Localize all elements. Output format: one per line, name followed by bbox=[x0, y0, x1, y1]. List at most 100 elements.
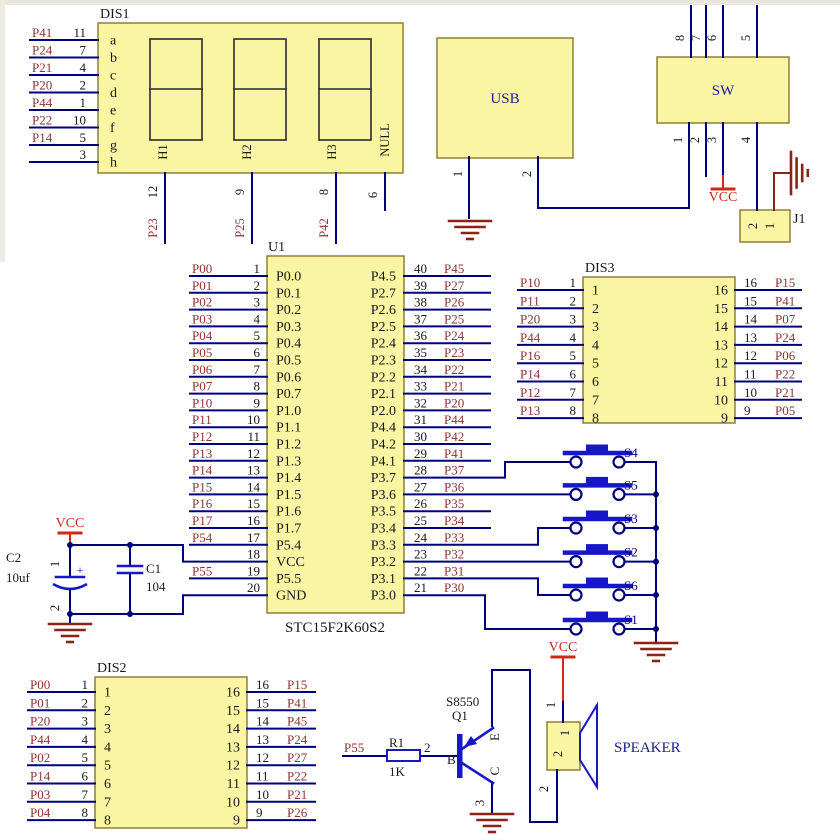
net-label: P06 bbox=[775, 348, 796, 363]
capacitor-c1[interactable] bbox=[116, 564, 144, 575]
chip-body[interactable] bbox=[436, 37, 574, 159]
button-terminal[interactable] bbox=[612, 487, 626, 501]
c2-designator: C2 bbox=[6, 550, 21, 565]
button-cap[interactable] bbox=[586, 544, 608, 552]
resistor-body[interactable] bbox=[386, 749, 421, 762]
inner-pin-name: 11 bbox=[715, 375, 728, 390]
button-terminal[interactable] bbox=[569, 455, 583, 469]
button-cap[interactable] bbox=[586, 577, 608, 585]
inner-pin-name: P4.1 bbox=[371, 454, 396, 469]
window-edge-top bbox=[0, 0, 840, 5]
pin-number: 40 bbox=[414, 261, 427, 276]
net-label: P32 bbox=[444, 547, 464, 562]
button-terminal[interactable] bbox=[569, 588, 583, 602]
pin-number: 1 bbox=[80, 95, 87, 110]
component-dis3[interactable] bbox=[517, 276, 802, 424]
button-terminal[interactable] bbox=[569, 554, 583, 569]
net-label: P44 bbox=[520, 330, 541, 345]
button-terminal[interactable] bbox=[612, 588, 626, 602]
pushbutton-s5[interactable] bbox=[562, 476, 657, 501]
pin-number: 14 bbox=[256, 714, 270, 729]
net-label: P34 bbox=[444, 513, 465, 528]
button-cap[interactable] bbox=[586, 510, 608, 518]
net-label: P41 bbox=[444, 446, 464, 461]
inner-pin-name: P4.4 bbox=[371, 421, 396, 436]
pushbutton-s1[interactable] bbox=[562, 611, 657, 636]
button-terminal[interactable] bbox=[612, 521, 626, 535]
r1-value: 1K bbox=[389, 764, 406, 779]
capacitor-c2[interactable] bbox=[52, 575, 88, 591]
pushbutton-s6[interactable] bbox=[562, 577, 657, 602]
button-terminal[interactable] bbox=[612, 622, 626, 636]
junction-dot bbox=[653, 626, 659, 632]
rotated-pin-label: 8 bbox=[673, 35, 687, 41]
pin-number: 10 bbox=[744, 385, 757, 400]
ground-symbol bbox=[447, 219, 493, 241]
chip-body[interactable] bbox=[266, 255, 405, 614]
button-terminal[interactable] bbox=[612, 554, 626, 569]
c2-plus: + bbox=[77, 563, 84, 577]
net-label: P22 bbox=[32, 113, 52, 128]
pin-number: 11 bbox=[73, 25, 86, 40]
pin-number: 9 bbox=[256, 805, 263, 820]
rotated-pin-label: P25 bbox=[233, 218, 247, 237]
inner-pin-name: 7 bbox=[104, 795, 111, 810]
pin-number: 7 bbox=[254, 362, 261, 377]
button-terminal[interactable] bbox=[612, 455, 626, 469]
inner-pin-name: P3.3 bbox=[371, 538, 396, 553]
c2-pin2: 2 bbox=[47, 605, 62, 612]
button-cap[interactable] bbox=[586, 476, 608, 484]
chip-designator: DIS2 bbox=[97, 661, 127, 676]
component-u1[interactable] bbox=[189, 255, 571, 614]
chip-body[interactable] bbox=[97, 22, 404, 174]
inner-pin-name: 7 bbox=[592, 393, 599, 408]
inner-pin-name: 9 bbox=[233, 814, 240, 829]
resistor-r1[interactable] bbox=[386, 749, 421, 762]
pin-number: 13 bbox=[256, 732, 269, 747]
inner-pin-name: P4.5 bbox=[371, 270, 396, 285]
speaker-cone[interactable] bbox=[579, 701, 598, 791]
pin-number: 14 bbox=[744, 312, 758, 327]
component-usb[interactable] bbox=[436, 37, 574, 159]
net-label: P13 bbox=[192, 446, 212, 461]
net-label: P14 bbox=[192, 463, 213, 478]
pushbutton-s4[interactable] bbox=[562, 444, 657, 469]
net-label: P44 bbox=[30, 732, 51, 747]
pin-number: 16 bbox=[744, 275, 758, 290]
net-label: P25 bbox=[444, 311, 464, 326]
net-label: P11 bbox=[192, 412, 212, 427]
component-dis2[interactable] bbox=[27, 676, 316, 829]
button-terminal[interactable] bbox=[569, 622, 583, 636]
q1-collector: C bbox=[487, 767, 502, 776]
pushbutton-s2[interactable] bbox=[562, 544, 657, 569]
pin-number: 8 bbox=[570, 403, 577, 418]
net-label: P24 bbox=[444, 328, 465, 343]
net-label: P04 bbox=[192, 328, 213, 343]
pin-number: 2 bbox=[80, 78, 87, 93]
chip-body[interactable] bbox=[94, 676, 248, 829]
rotated-pin-label: 1 bbox=[671, 137, 685, 143]
rotated-pin-label: 1 bbox=[763, 223, 777, 229]
net-label: P14 bbox=[520, 367, 541, 382]
pin-number: 16 bbox=[247, 513, 261, 528]
pushbutton-s3[interactable] bbox=[562, 510, 657, 535]
component-j1[interactable] bbox=[739, 209, 791, 243]
button-terminal[interactable] bbox=[569, 521, 583, 535]
component-dis1[interactable] bbox=[29, 22, 404, 174]
wire bbox=[69, 544, 268, 563]
chip-body[interactable] bbox=[739, 209, 791, 243]
inner-pin-name: P1.0 bbox=[276, 404, 301, 419]
chip-body[interactable] bbox=[582, 276, 736, 424]
button-terminal[interactable] bbox=[569, 487, 583, 501]
wire bbox=[403, 527, 571, 546]
button-cap[interactable] bbox=[586, 444, 608, 452]
component-speaker[interactable] bbox=[546, 721, 581, 771]
transistor-q1[interactable] bbox=[457, 726, 495, 785]
chip-body[interactable] bbox=[546, 721, 581, 771]
button-cap[interactable] bbox=[586, 611, 608, 619]
ground-symbol bbox=[469, 812, 515, 834]
pin-number: 13 bbox=[247, 463, 260, 478]
button-designator: S3 bbox=[624, 511, 638, 526]
inner-pin-name: P0.5 bbox=[276, 354, 301, 369]
net-label: P45 bbox=[287, 714, 307, 729]
